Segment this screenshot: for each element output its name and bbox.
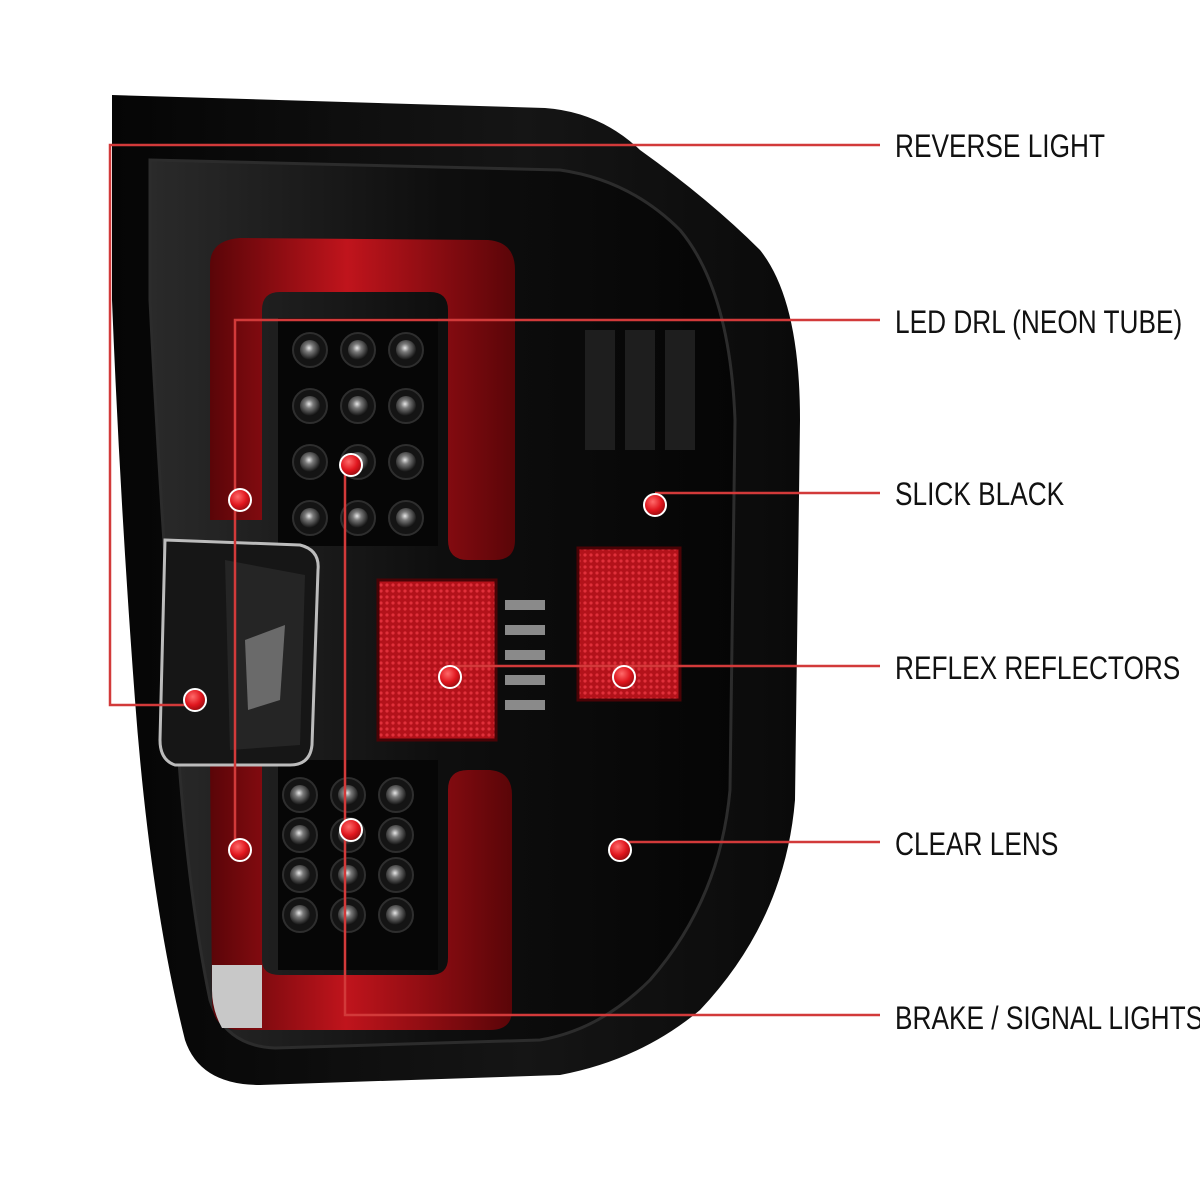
callout-label-brake-signal-lights: BRAKE / SIGNAL LIGHTS — [895, 1000, 1200, 1036]
led-bulb — [338, 865, 358, 885]
marker-dot-brake-lower — [339, 818, 363, 842]
led-bulb — [290, 785, 310, 805]
led-bulb — [300, 452, 320, 472]
marker-dot-slick-black — [643, 493, 667, 517]
upper-neon-tube — [210, 238, 515, 560]
housing-ribs — [585, 330, 695, 450]
callout-label-slick-black: SLICK BLACK — [895, 476, 1065, 512]
led-bulb — [348, 508, 368, 528]
led-bulb — [300, 396, 320, 416]
upper-led-array — [292, 332, 424, 536]
center-reflex-reflector — [378, 580, 496, 740]
led-bulb — [338, 785, 358, 805]
led-bulb — [396, 508, 416, 528]
marker-dot-reflex-center — [438, 665, 462, 689]
led-bulb — [386, 865, 406, 885]
leader-line-reverse-light — [108, 143, 880, 707]
led-bulb — [300, 508, 320, 528]
marker-dot-clear-lens — [608, 838, 632, 862]
chrome-fins — [505, 600, 545, 710]
led-bulb — [396, 452, 416, 472]
led-bulb — [396, 340, 416, 360]
callout-label-reflex-reflectors: REFLEX REFLECTORS — [895, 650, 1181, 686]
callout-markers — [183, 453, 667, 862]
leader-line-brake-signal — [343, 465, 880, 1017]
led-bulb — [386, 785, 406, 805]
callout-label-led-drl: LED DRL (NEON TUBE) — [895, 304, 1183, 340]
led-bulb — [300, 340, 320, 360]
callout-label-clear-lens: CLEAR LENS — [895, 826, 1059, 862]
led-bulb — [348, 340, 368, 360]
bottom-chrome-strip — [212, 965, 262, 1028]
leader-lines — [108, 143, 880, 1017]
callout-label-reverse-light: REVERSE LIGHT — [895, 128, 1105, 164]
led-bulb — [396, 396, 416, 416]
marker-dot-brake-upper — [339, 453, 363, 477]
led-bulb — [290, 905, 310, 925]
marker-dot-reflex-side — [612, 665, 636, 689]
lower-led-array — [282, 777, 414, 933]
led-bulb — [290, 865, 310, 885]
marker-dot-reverse-light — [183, 688, 207, 712]
led-bulb — [338, 905, 358, 925]
led-bulb — [290, 825, 310, 845]
led-bulb — [348, 396, 368, 416]
leader-line-led-drl — [233, 318, 880, 500]
marker-dot-led-drl-lower — [228, 838, 252, 862]
led-bulb — [386, 905, 406, 925]
marker-dot-led-drl-upper — [228, 488, 252, 512]
led-bulb — [386, 825, 406, 845]
